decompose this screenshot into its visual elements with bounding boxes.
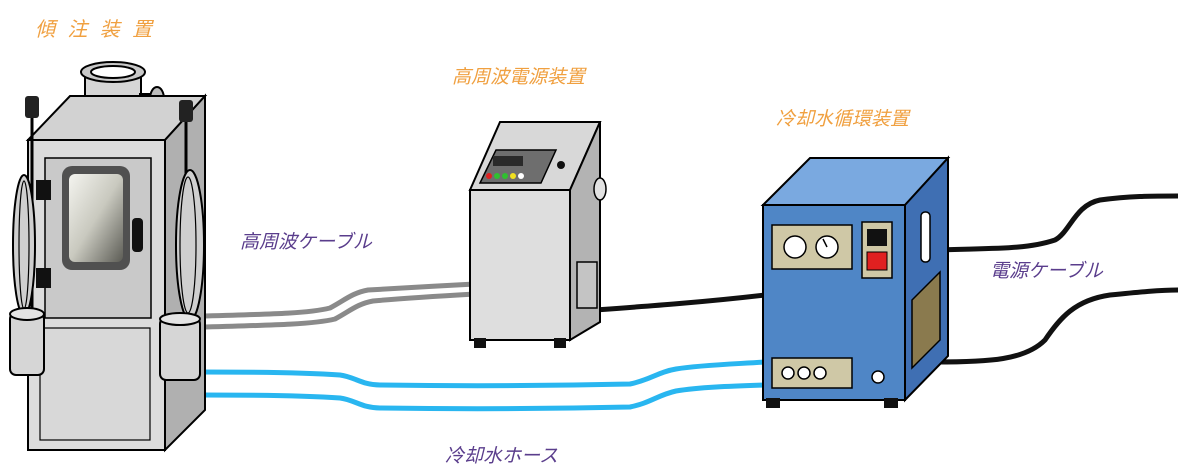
label-hf-power-supply: 高周波電源装置	[452, 66, 587, 88]
hf-cable	[204, 281, 476, 330]
cooling-hose	[199, 359, 766, 412]
label-hf-cable: 高周波ケーブル	[240, 231, 373, 253]
cooling-circulator	[760, 155, 951, 408]
label-power-cable: 電源ケーブル	[990, 260, 1104, 282]
label-cooling-circulator: 冷却水循環装置	[776, 108, 911, 130]
label-tilt-device: 傾 注 装 置	[35, 17, 155, 41]
tilt-pouring-device	[9, 61, 208, 453]
hf-power-supply	[468, 121, 607, 348]
label-cooling-hose: 冷却水ホース	[445, 445, 558, 466]
power-cable	[594, 193, 1178, 365]
